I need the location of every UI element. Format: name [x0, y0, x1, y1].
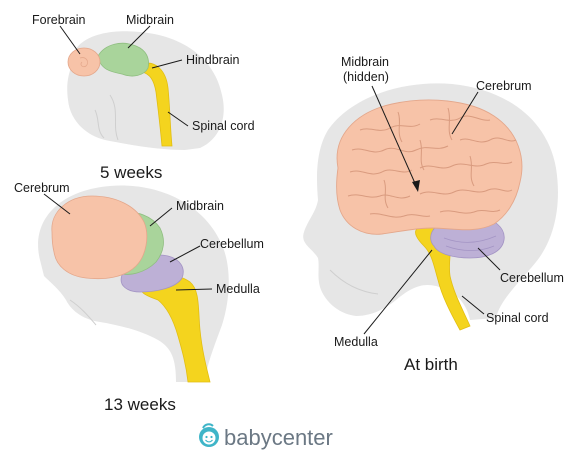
- cerebrum-birth: [337, 100, 522, 234]
- label-spinal-cord-5wk: Spinal cord: [192, 119, 255, 133]
- forebrain-5wk: [68, 48, 100, 76]
- baby-face-icon: [199, 424, 219, 447]
- panel-at-birth: Midbrain (hidden) Cerebrum Cerebellum Sp…: [303, 55, 564, 374]
- logo-wordmark: babycenter: [224, 425, 333, 450]
- panel-13-weeks: Cerebrum Midbrain Cerebellum Medulla 13 …: [14, 181, 264, 414]
- caption-at-birth: At birth: [404, 355, 458, 374]
- label-midbrain-5wk: Midbrain: [126, 13, 174, 27]
- babycenter-logo: babycenter: [199, 424, 333, 450]
- label-medulla-birth: Medulla: [334, 335, 378, 349]
- label-midbrain-13wk: Midbrain: [176, 199, 224, 213]
- leader-forebrain: [60, 26, 80, 54]
- label-midbrain-birth: Midbrain: [341, 55, 389, 69]
- label-spinal-cord-birth: Spinal cord: [486, 311, 549, 325]
- label-hidden-birth: (hidden): [343, 70, 389, 84]
- label-cerebrum-birth: Cerebrum: [476, 79, 532, 93]
- label-hindbrain: Hindbrain: [186, 53, 240, 67]
- label-forebrain: Forebrain: [32, 13, 86, 27]
- label-cerebellum-13wk: Cerebellum: [200, 237, 264, 251]
- label-medulla-13wk: Medulla: [216, 282, 260, 296]
- caption-13-weeks: 13 weeks: [104, 395, 176, 414]
- label-cerebrum-13wk: Cerebrum: [14, 181, 70, 195]
- label-cerebellum-birth: Cerebellum: [500, 271, 564, 285]
- caption-5-weeks: 5 weeks: [100, 163, 162, 182]
- panel-5-weeks: Forebrain Midbrain Hindbrain Spinal cord…: [32, 13, 255, 182]
- cerebrum-13wk: [52, 196, 147, 279]
